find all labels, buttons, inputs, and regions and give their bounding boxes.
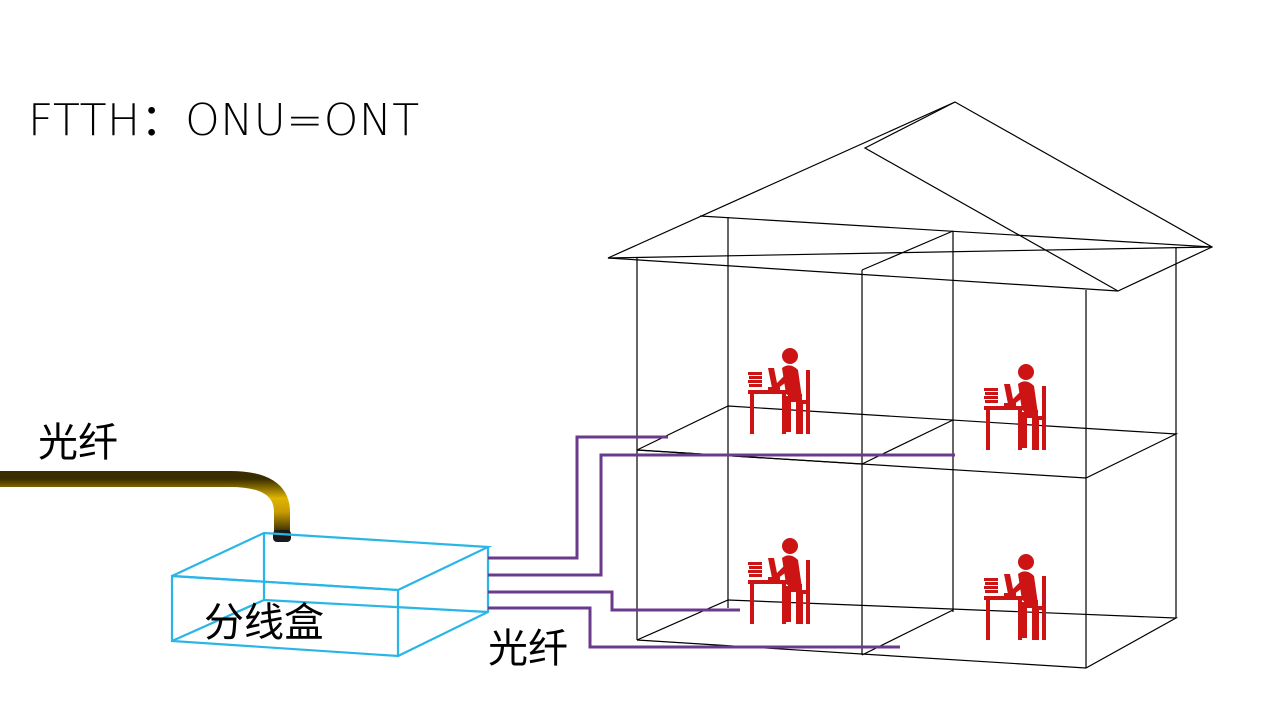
splitter-box-label: 分线盒 [204, 600, 324, 646]
user-icon-top-right [984, 364, 1046, 450]
page-title: FTTH：ONU=ONT [28, 95, 420, 146]
user-icon-top-left [748, 348, 810, 434]
splitter-box [170, 531, 493, 658]
drop-fibers [488, 435, 955, 649]
fiber-label-left: 光纤 [38, 420, 118, 466]
fiber-label-bottom: 光纤 [488, 626, 568, 672]
fiber-cable-end [273, 530, 291, 542]
fiber-cable [0, 471, 290, 534]
user-icon-bottom-left [748, 538, 810, 624]
house-wireframe [607, 101, 1214, 669]
user-icon-bottom-right [984, 554, 1046, 640]
